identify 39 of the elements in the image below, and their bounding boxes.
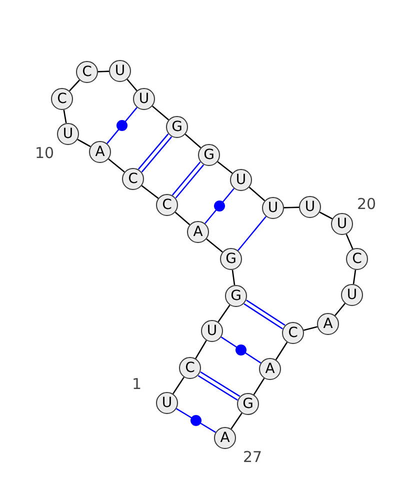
backbone-line <box>174 212 190 226</box>
backbone-line <box>232 270 236 286</box>
backbone-line <box>304 326 318 331</box>
backbone-line <box>126 78 138 92</box>
backbone-line <box>184 134 202 148</box>
backbone-line <box>69 80 80 92</box>
base-pair-line <box>106 107 138 144</box>
backbone-line <box>195 340 207 359</box>
backbone-line <box>253 378 265 396</box>
backbone-line <box>77 138 91 148</box>
position-number: 20 <box>357 197 376 212</box>
backbone-line <box>152 106 170 120</box>
backbone-line <box>63 110 67 124</box>
base-pair-line <box>243 300 286 330</box>
backbone-line <box>206 238 223 253</box>
base-pair-line <box>138 133 172 173</box>
backbone-line <box>346 234 354 250</box>
base-pair-line <box>172 161 204 199</box>
backbone-line <box>217 161 233 174</box>
backbone-line <box>352 270 356 284</box>
backbone-line <box>275 342 288 360</box>
backbone-line <box>108 158 125 173</box>
position-number: 27 <box>243 450 262 465</box>
base-pair-line <box>204 188 234 224</box>
base-pair-line <box>220 336 262 364</box>
backbone-line <box>319 212 333 220</box>
backbone-line <box>230 412 242 430</box>
backbone-line <box>248 186 266 202</box>
backbone-line <box>334 303 346 316</box>
backbone-line <box>218 304 230 322</box>
backbone-line <box>141 185 159 199</box>
backbone-line <box>98 70 110 72</box>
position-number: 10 <box>35 146 54 161</box>
backbone-line <box>284 206 300 208</box>
position-number: 1 <box>132 377 142 392</box>
base-pair-line <box>198 371 240 401</box>
base-pair-line <box>176 408 216 433</box>
base-pair-line <box>238 216 266 251</box>
backbone-line <box>172 376 184 394</box>
